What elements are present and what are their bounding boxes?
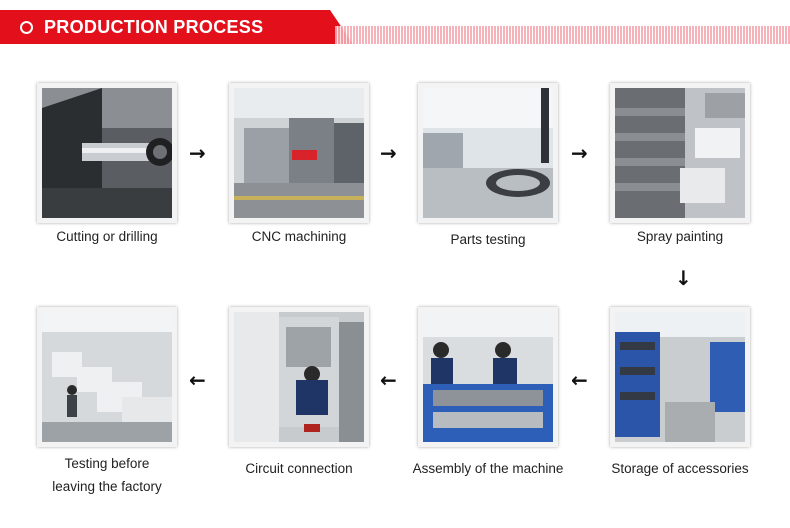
arrow-right-icon: →	[571, 143, 588, 163]
step-label: CNC machining	[209, 225, 389, 248]
cutting-drilling-photo	[37, 83, 177, 223]
arrow-right-icon: →	[380, 143, 397, 163]
assembly-machine-photo	[418, 307, 558, 447]
arrow-left-icon: ←	[571, 370, 588, 390]
arrow-left-icon: ←	[380, 370, 397, 390]
step-label-line1: Testing before	[17, 452, 197, 475]
step-label: Assembly of the machine	[398, 457, 578, 480]
arrow-left-icon: ←	[189, 370, 206, 390]
parts-testing-photo	[418, 83, 558, 223]
spray-painting-photo	[610, 83, 750, 223]
arrow-down-icon: ↓	[675, 268, 692, 288]
section-title: PRODUCTION PROCESS	[44, 17, 263, 38]
header-circle-icon	[20, 21, 33, 34]
step-label: Circuit connection	[209, 457, 389, 480]
step-label: Cutting or drilling	[17, 225, 197, 248]
header-stripe-band	[335, 26, 790, 44]
circuit-connection-photo	[229, 307, 369, 447]
section-header: PRODUCTION PROCESS	[0, 10, 790, 44]
storage-accessories-photo	[610, 307, 750, 447]
cnc-machining-photo	[229, 83, 369, 223]
step-label-line2: leaving the factory	[17, 475, 197, 498]
step-label: Parts testing	[398, 228, 578, 251]
step-label: Spray painting	[590, 225, 770, 248]
testing-before-leaving-photo	[37, 307, 177, 447]
step-label: Storage of accessories	[590, 457, 770, 480]
arrow-right-icon: →	[189, 143, 206, 163]
